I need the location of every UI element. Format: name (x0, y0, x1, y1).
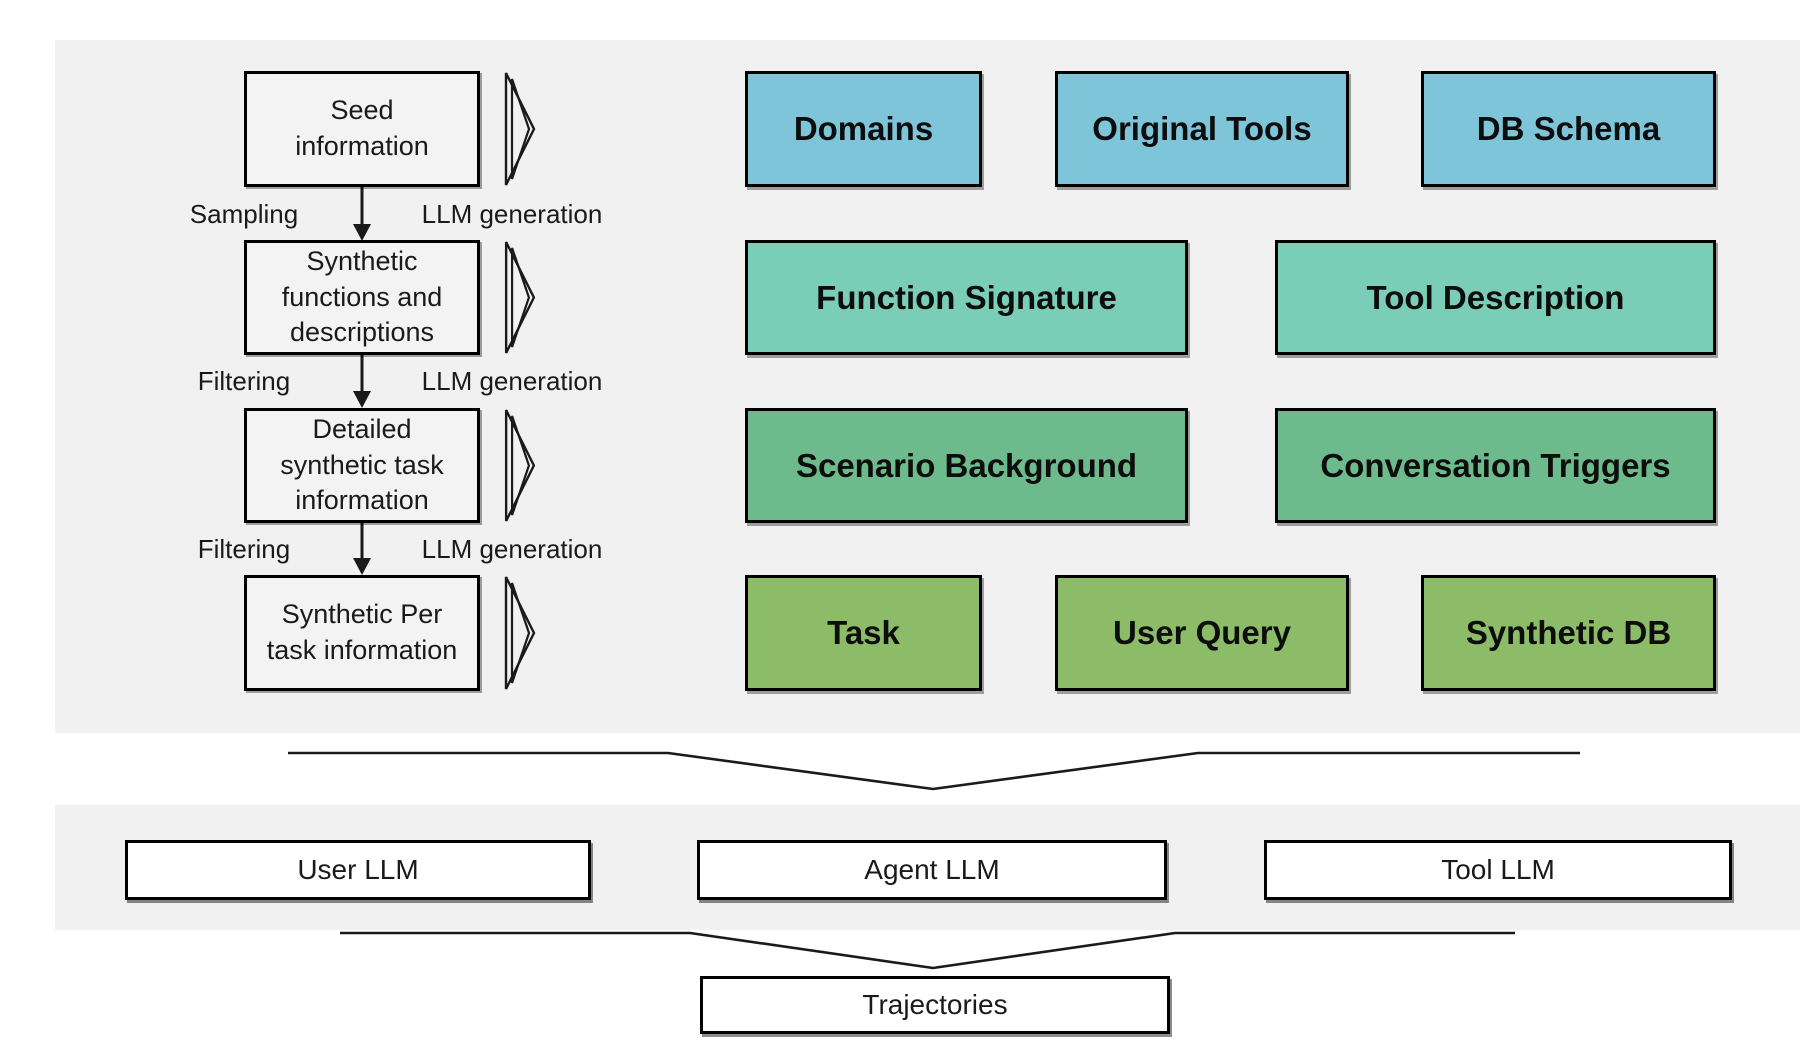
artifact-db-schema: DB Schema (1421, 71, 1716, 187)
artifact-scenario-background: Scenario Background (745, 408, 1188, 523)
output-box-trajectories: Trajectories (700, 976, 1170, 1034)
artifact-tool-description: Tool Description (1275, 240, 1716, 355)
double-chevron-icon (504, 576, 536, 690)
double-chevron-icon (504, 241, 536, 354)
funnel-connector-bottom (340, 931, 1515, 970)
stage-detailed-task-info: Detailed synthetic task information (244, 408, 480, 523)
transition-label-filtering: Filtering (197, 366, 291, 396)
artifact-domains: Domains (745, 71, 982, 187)
llm-box-user: User LLM (125, 840, 591, 900)
transition-label-llm-generation: LLM generation (421, 534, 603, 564)
transition-label-llm-generation: LLM generation (421, 366, 603, 396)
artifact-task: Task (745, 575, 982, 691)
artifact-function-signature: Function Signature (745, 240, 1188, 355)
stage-synthetic-functions: Synthetic functions and descriptions (244, 240, 480, 355)
stage-seed-information: Seed information (244, 71, 480, 187)
artifact-original-tools: Original Tools (1055, 71, 1349, 187)
double-chevron-icon (504, 409, 536, 522)
llm-box-agent: Agent LLM (697, 840, 1167, 900)
transition-label-filtering: Filtering (197, 534, 291, 564)
artifact-user-query: User Query (1055, 575, 1349, 691)
stage-per-task-info: Synthetic Per task information (244, 575, 480, 691)
transition-label-sampling: Sampling (189, 199, 299, 229)
transition-label-llm-generation: LLM generation (421, 199, 603, 229)
artifact-conversation-triggers: Conversation Triggers (1275, 408, 1716, 523)
artifact-synthetic-db: Synthetic DB (1421, 575, 1716, 691)
funnel-connector-top (288, 751, 1580, 791)
llm-box-tool: Tool LLM (1264, 840, 1732, 900)
double-chevron-icon (504, 72, 536, 186)
